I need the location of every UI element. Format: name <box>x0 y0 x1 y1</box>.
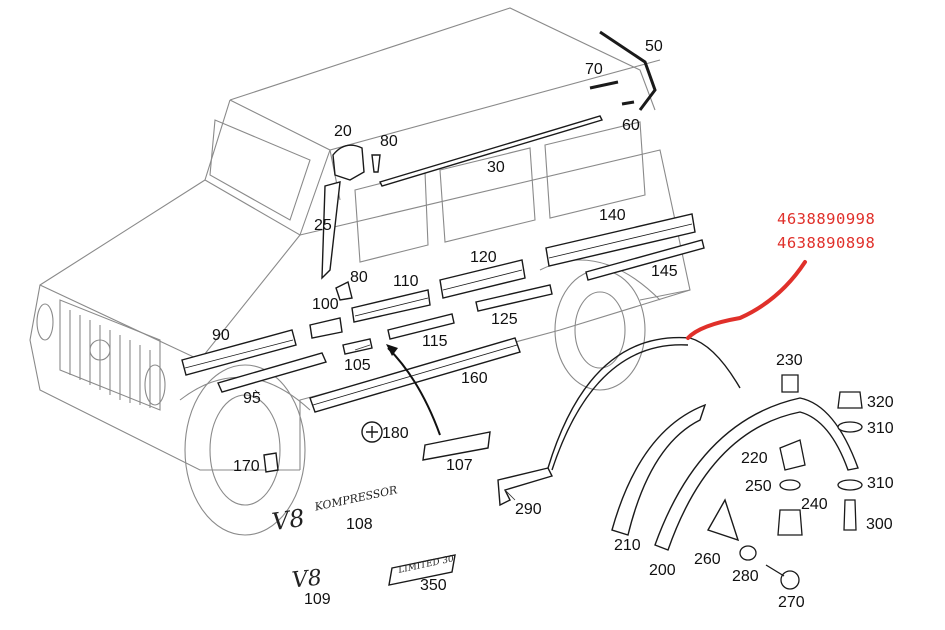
part-number-2: 4638890898 <box>777 234 876 252</box>
part-310-upper <box>837 421 863 433</box>
hardware <box>739 374 863 590</box>
emblem-v8: V8 <box>270 503 307 537</box>
part-50 <box>599 30 657 111</box>
part-100 <box>309 317 343 339</box>
callout-250: 250 <box>745 478 772 495</box>
part-290-bracket <box>497 467 553 507</box>
callout-109: 109 <box>304 591 331 608</box>
part-320 <box>837 391 863 409</box>
callout-260: 260 <box>694 551 721 568</box>
pointer-arrow <box>387 347 441 436</box>
callout-170: 170 <box>233 458 260 475</box>
leader-lines <box>254 344 516 501</box>
part-170 <box>263 452 279 473</box>
part-110-inner-line <box>354 297 429 317</box>
part-30 <box>379 115 603 187</box>
part-270-shank <box>765 564 785 577</box>
part-20 <box>332 144 365 181</box>
part-90-inner-line <box>184 339 294 369</box>
callout-180: 180 <box>382 425 409 442</box>
callout-95: 95 <box>243 390 261 407</box>
part-180-cross <box>366 426 378 438</box>
callout-105: 105 <box>344 357 371 374</box>
callout-30: 30 <box>487 159 505 176</box>
part-210 <box>611 403 707 536</box>
part-25 <box>321 181 341 280</box>
part-140-inner-line <box>548 223 693 259</box>
part-140 <box>545 213 696 267</box>
callout-110: 110 <box>393 273 419 290</box>
callout-80-lower: 80 <box>350 269 368 286</box>
callout-70: 70 <box>585 61 603 78</box>
callout-120: 120 <box>470 249 497 266</box>
part-120 <box>439 259 526 299</box>
part-280 <box>739 545 757 561</box>
part-310-lower <box>837 479 863 491</box>
callout-25: 25 <box>314 217 332 234</box>
callout-140: 140 <box>599 207 626 224</box>
callout-90: 90 <box>212 327 230 344</box>
callout-220: 220 <box>741 450 768 467</box>
callout-310-lower: 310 <box>867 475 894 492</box>
pointer-arrowhead <box>386 344 398 356</box>
part-120-inner-line <box>442 269 523 291</box>
callout-240: 240 <box>801 496 828 513</box>
callout-108: 108 <box>346 516 373 533</box>
part-270 <box>780 570 800 590</box>
part-125 <box>475 284 553 312</box>
part-290-outer <box>547 336 741 469</box>
part-240 <box>777 509 803 536</box>
callout-50: 50 <box>645 38 663 55</box>
callout-300: 300 <box>866 516 893 533</box>
callout-107: 107 <box>446 457 473 474</box>
part-110 <box>351 289 431 323</box>
callout-200: 200 <box>649 562 676 579</box>
part-115 <box>387 313 455 340</box>
part-300 <box>843 499 857 531</box>
part-number-1: 4638890998 <box>777 210 876 228</box>
callout-115: 115 <box>422 333 448 350</box>
callout-160: 160 <box>461 370 488 387</box>
part-80-clip-lower <box>335 280 353 301</box>
part-60 <box>621 100 635 106</box>
callout-280: 280 <box>732 568 759 585</box>
callout-60: 60 <box>622 117 640 134</box>
callout-80-top: 80 <box>380 133 398 150</box>
part-260 <box>706 498 740 542</box>
part-160-inner-line <box>312 344 518 406</box>
part-250 <box>779 479 801 491</box>
callout-310-upper: 310 <box>867 420 894 437</box>
part-90 <box>181 329 297 376</box>
part-350 <box>388 554 456 586</box>
callout-290: 290 <box>515 501 542 518</box>
part-105 <box>342 338 373 355</box>
part-200 <box>654 397 859 551</box>
callout-100: 100 <box>312 296 339 313</box>
callout-270: 270 <box>778 594 805 611</box>
part-230 <box>781 374 799 393</box>
part-145 <box>585 239 705 281</box>
callout-145: 145 <box>651 263 678 280</box>
part-220 <box>779 439 806 471</box>
callout-125: 125 <box>491 311 518 328</box>
wheel-arch-parts <box>497 336 859 551</box>
callout-230: 230 <box>776 352 803 369</box>
moldings <box>181 30 705 586</box>
callout-320: 320 <box>867 394 894 411</box>
callout-210: 210 <box>614 537 641 554</box>
part-80-clip-top <box>371 154 381 173</box>
part-70 <box>589 80 619 90</box>
part-290-inner <box>551 344 689 471</box>
part-107 <box>422 431 491 461</box>
annotation-stroke <box>686 260 807 340</box>
callout-20: 20 <box>334 123 352 140</box>
callout-350: 350 <box>420 577 447 594</box>
emblem-v8-small: V8 <box>290 565 324 594</box>
part-95 <box>217 352 327 393</box>
